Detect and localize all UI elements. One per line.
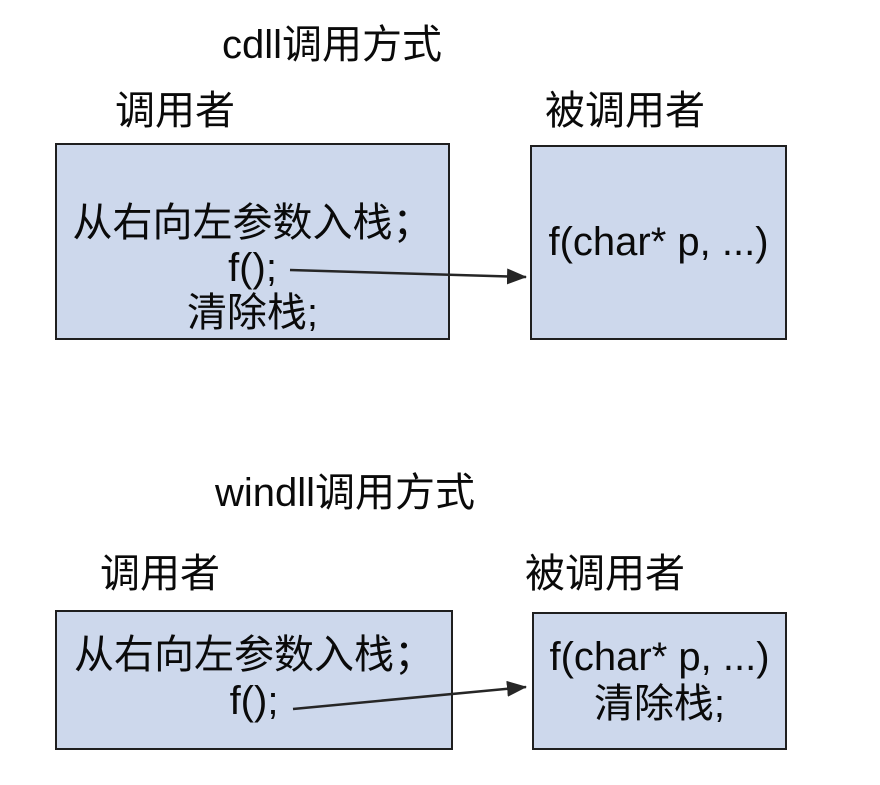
windll-caller-box: 从右向左参数入栈； f();: [55, 610, 453, 750]
cdll-caller-step-clear-stack: 清除栈;: [186, 291, 319, 335]
windll-caller-step-push-args: 从右向左参数入栈；: [74, 633, 434, 677]
windll-callee-box: f(char* p, ...) 清除栈;: [532, 612, 787, 750]
cdll-caller-label: 调用者: [115, 89, 235, 133]
windll-section-title: windll调用方式: [215, 471, 476, 515]
cdll-callee-label: 被调用者: [545, 89, 705, 133]
windll-caller-step-call: f();: [229, 679, 279, 723]
windll-callee-step-clear-stack: 清除栈;: [593, 682, 726, 726]
cdll-caller-step-push-args: 从右向左参数入栈；: [72, 201, 433, 245]
cdll-caller-step-call: f();: [228, 246, 277, 290]
cdll-caller-box: 从右向左参数入栈； f(); 清除栈;: [55, 143, 450, 340]
cdll-callee-box: f(char* p, ...): [530, 145, 787, 340]
cdll-callee-signature: f(char* p, ...): [548, 220, 769, 264]
windll-callee-signature: f(char* p, ...): [549, 635, 770, 679]
cdll-section-title: cdll调用方式: [222, 23, 443, 67]
windll-caller-label: 调用者: [100, 552, 220, 596]
windll-callee-label: 被调用者: [525, 552, 685, 596]
